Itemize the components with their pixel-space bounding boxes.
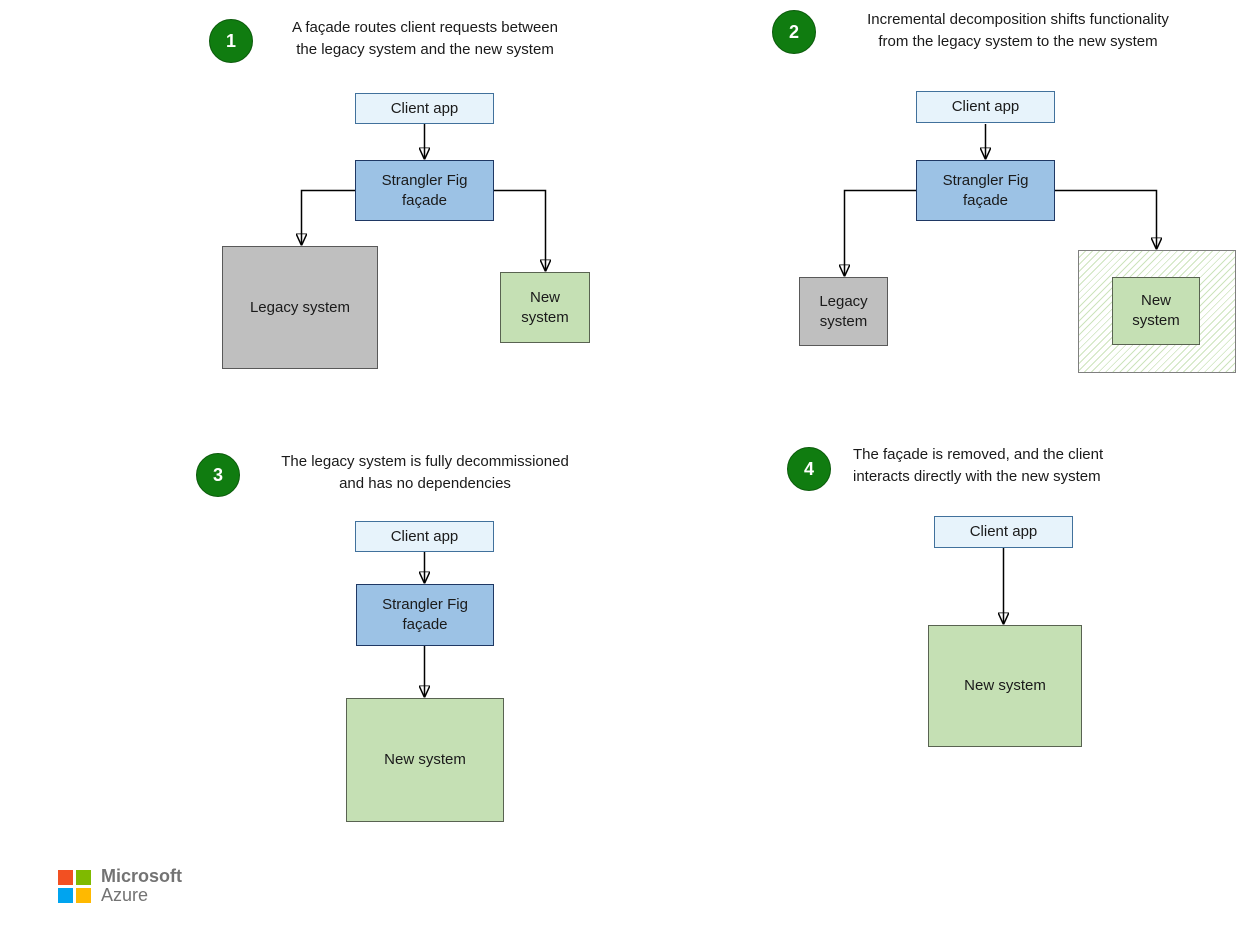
brand-microsoft-text: Microsoft [101, 866, 182, 886]
step-number-2: 2 [788, 21, 799, 42]
legacy-system-box-1: Legacy system [222, 246, 378, 369]
new-system-label-2: New system [1132, 292, 1180, 329]
arrow-facade-to-legacy-2 [845, 189, 916, 277]
client-app-label-3: Client app [390, 527, 459, 545]
client-app-box-2: Client app [916, 91, 1055, 123]
brand-wordmark: Microsoft Azure [101, 867, 182, 905]
ms-logo-blue-square [58, 888, 73, 903]
microsoft-logo [58, 870, 91, 903]
client-app-box-3: Client app [355, 521, 494, 552]
new-system-box-1: New system [500, 272, 590, 343]
strangler-facade-label-2: Strangler Fig façade [942, 171, 1029, 209]
strangler-facade-box-1: Strangler Fig façade [355, 160, 494, 221]
caption-3-line-2: and has no dependencies [339, 475, 511, 492]
step-number-4: 4 [803, 458, 814, 479]
legacy-system-label-1: Legacy system [249, 298, 351, 316]
step-caption-3: The legacy system is fully decommissione… [245, 451, 605, 495]
new-system-box-4: New system [928, 625, 1082, 747]
arrow-facade-to-legacy-1 [302, 189, 355, 246]
new-system-box-2: New system [1112, 277, 1200, 345]
step-caption-4: The façade is removed, and the client in… [853, 444, 1183, 488]
legacy-system-box-2: Legacy system [799, 277, 888, 346]
step-badge-2: 2 [772, 10, 816, 54]
step-badge-1: 1 [209, 19, 253, 63]
new-system-label-1: New system [521, 288, 569, 326]
new-system-box-3: New system [346, 698, 504, 822]
caption-1-line-2: the legacy system and the new system [296, 41, 554, 58]
step-caption-2: Incremental decomposition shifts functio… [823, 9, 1213, 53]
client-app-box-1: Client app [355, 93, 494, 124]
strangler-facade-label-1: Strangler Fig façade [381, 171, 468, 209]
decomposition-hatched-region-2 [1078, 250, 1236, 373]
new-system-label-3: New system [384, 751, 466, 768]
client-app-box-4: Client app [934, 516, 1073, 548]
strangler-facade-box-2: Strangler Fig façade [916, 160, 1055, 221]
step-number-1: 1 [225, 30, 236, 51]
step-caption-1: A façade routes client requests between … [255, 17, 595, 61]
client-app-label-1: Client app [390, 99, 459, 117]
step-badge-4: 4 [787, 447, 831, 491]
strangler-facade-label-3: Strangler Fig façade [382, 596, 468, 633]
client-app-label-2: Client app [951, 98, 1020, 115]
caption-1-line-1: A façade routes client requests between [291, 19, 558, 36]
step-number-3: 3 [212, 464, 223, 485]
caption-3-line-1: The legacy system is fully decommissione… [281, 453, 569, 470]
caption-4-line-2: interacts directly with the new system [853, 468, 1101, 485]
new-system-label-4: New system [964, 677, 1046, 694]
caption-2-line-2: from the legacy system to the new system [878, 33, 1158, 50]
arrow-facade-to-new-1 [494, 189, 546, 272]
caption-4-line-1: The façade is removed, and the client [853, 446, 1104, 463]
arrow-facade-to-new-2 [1055, 189, 1157, 250]
ms-logo-red-square [58, 870, 73, 885]
ms-logo-green-square [76, 870, 91, 885]
legacy-system-label-2: Legacy system [819, 292, 868, 330]
ms-logo-yellow-square [76, 888, 91, 903]
step-badge-3: 3 [196, 453, 240, 497]
strangler-facade-box-3: Strangler Fig façade [356, 584, 494, 646]
caption-2-line-1: Incremental decomposition shifts functio… [867, 11, 1169, 28]
client-app-label-4: Client app [969, 523, 1038, 540]
brand-azure-text: Azure [101, 885, 149, 905]
